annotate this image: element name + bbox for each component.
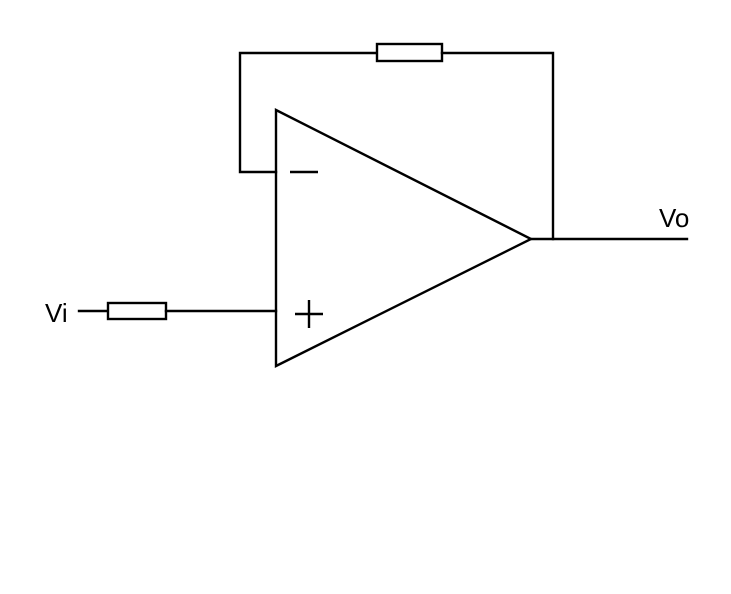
non-inverting-input-sign [295, 300, 323, 328]
feedback-wire-right [440, 51, 555, 241]
input-resistor [106, 301, 168, 321]
feedback-wire-left [238, 51, 379, 174]
op-amp-triangle [274, 108, 534, 368]
feedback-resistor [375, 42, 444, 63]
input-label: Vi [45, 298, 68, 328]
output-label: Vo [659, 203, 689, 233]
